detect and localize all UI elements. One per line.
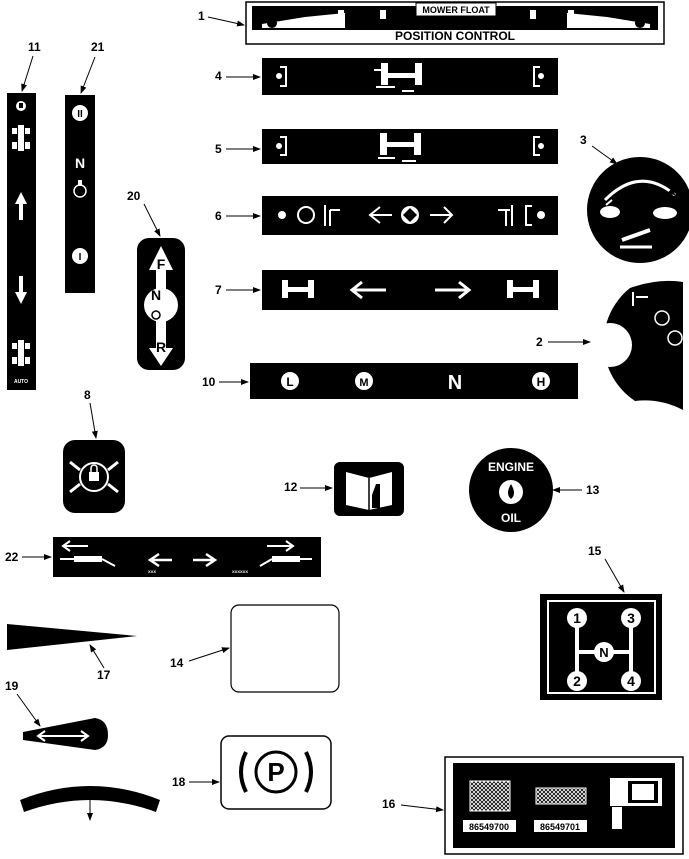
gear-3-label: 3 xyxy=(627,610,635,626)
engine-label: ENGINE xyxy=(488,460,534,474)
decal-13-engine-oil: ENGINE OIL xyxy=(469,448,553,532)
decal-2-key-switch xyxy=(588,280,683,410)
range-m-label: M xyxy=(359,377,368,389)
gear-n-label: N xyxy=(599,645,608,660)
part-number-1: 86549700 xyxy=(469,822,509,832)
tractor-left-icon xyxy=(282,280,314,298)
decal-15-gear-shift: 1 3 N 2 4 xyxy=(540,594,662,700)
arrow-left-icon xyxy=(349,280,386,300)
lock-icon xyxy=(89,472,99,481)
callout-5: 5 xyxy=(215,142,222,156)
oil-drop-icon xyxy=(508,484,514,499)
range-l-label: L xyxy=(286,375,293,389)
callout-4: 4 xyxy=(215,69,222,83)
decal-10-range: L M N H xyxy=(250,363,578,399)
neutral-label: N xyxy=(75,155,85,171)
oil-label: OIL xyxy=(501,511,521,525)
auto-label: AUTO xyxy=(14,379,28,385)
decal-12-manual xyxy=(334,462,404,516)
rabbit-icon xyxy=(600,206,620,218)
ramp-low-icon xyxy=(262,13,345,28)
callout-20: 20 xyxy=(127,189,141,203)
callout-7: 7 xyxy=(215,283,222,297)
callout-2: 2 xyxy=(536,335,543,349)
callout-6: 6 xyxy=(215,209,222,223)
decal-8-diff-lock xyxy=(63,440,125,513)
mower-float-label: MOWER FLOAT xyxy=(422,5,490,15)
range-high-label: II xyxy=(77,109,83,120)
decal-18-parking-brake: P xyxy=(220,735,332,810)
decal-5 xyxy=(262,129,558,164)
tractor-bottom-icon xyxy=(12,340,30,366)
callout-15: 15 xyxy=(588,544,602,558)
ramp-high-icon xyxy=(567,13,650,28)
callout-10: 10 xyxy=(202,375,216,389)
position-control-label: POSITION CONTROL xyxy=(395,29,515,43)
part-number-2: 86549701 xyxy=(540,822,580,832)
decal-1-position-control: MOWER FLOAT POSITION CONTROL xyxy=(245,1,665,45)
decal-7 xyxy=(262,270,558,310)
arrow-down-icon xyxy=(15,276,27,304)
range-n-label: N xyxy=(448,372,462,394)
tractor-top-icon xyxy=(12,125,30,151)
decal-21-range-strip: II N I xyxy=(65,95,95,293)
tractor-icon xyxy=(378,133,421,162)
hydraulic-small-label-2: XXXXXX xyxy=(232,569,248,574)
decal-16-filters: 86549700 86549701 xyxy=(444,756,684,855)
arrow-right-icon xyxy=(430,206,454,224)
decal-6 xyxy=(262,196,558,235)
callout-11: 11 xyxy=(28,40,41,54)
decal-4 xyxy=(262,58,558,95)
decal-11-drive-strip: AUTO xyxy=(7,93,36,390)
callout-14: 14 xyxy=(170,656,184,670)
callout-19: 19 xyxy=(5,679,19,693)
callout-8: 8 xyxy=(84,388,91,402)
callout-12: 12 xyxy=(284,480,298,494)
callout-17: 17 xyxy=(97,668,111,682)
callout-13: 13 xyxy=(586,483,600,497)
decal-9-power-steering: POWER STEERING FLUID xyxy=(20,774,160,812)
gear-2-label: 2 xyxy=(573,673,581,689)
callout-21: 21 xyxy=(91,40,105,54)
range-low-label: I xyxy=(79,252,82,263)
reverse-label: R xyxy=(156,339,166,355)
arrow-left-icon xyxy=(368,206,392,224)
tractor-right-icon xyxy=(507,280,539,298)
arrow-up-icon xyxy=(15,192,27,220)
arrow-left-icon xyxy=(147,552,172,568)
arrow-right-icon xyxy=(435,280,472,300)
decal-17-stripe xyxy=(7,624,137,650)
forward-label: F xyxy=(157,256,166,272)
decal-19-direction xyxy=(23,718,108,750)
double-arrow-icon xyxy=(36,730,90,742)
callout-22: 22 xyxy=(5,550,19,564)
filter-2-icon xyxy=(535,787,587,805)
range-h-label: H xyxy=(537,375,546,389)
gear-1-label: 1 xyxy=(573,610,581,626)
tractor-icon xyxy=(374,63,422,92)
callout-16: 16 xyxy=(382,797,396,811)
decal-3-speed-dial xyxy=(587,157,689,263)
callout-3: 3 xyxy=(580,133,587,147)
decal-20-fnr: F N R xyxy=(137,238,185,370)
hydraulic-small-label-1: XXX xyxy=(148,569,156,574)
gear-4-label: 4 xyxy=(627,673,635,689)
callout-18: 18 xyxy=(172,775,186,789)
callout-9: 9 xyxy=(85,788,92,802)
arrow-right-icon xyxy=(193,552,218,568)
parking-p-label: P xyxy=(267,757,284,787)
filter-1-icon xyxy=(469,780,511,812)
callout-1: 1 xyxy=(198,9,205,23)
decal-14-blank xyxy=(230,604,340,693)
turtle-icon xyxy=(653,207,677,219)
decal-22-hydraulic: XXX XXXXXX xyxy=(53,537,321,577)
neutral-label: N xyxy=(151,287,161,303)
